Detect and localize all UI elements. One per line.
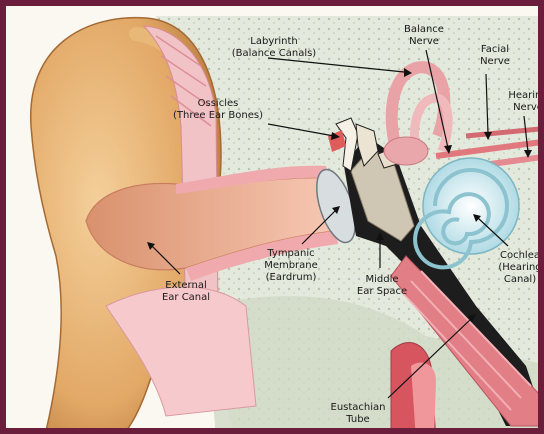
svg-text:(Balance Canals): (Balance Canals) (232, 48, 317, 59)
svg-text:Cochlea: Cochlea (500, 250, 540, 261)
svg-text:Nerve: Nerve (409, 36, 439, 47)
svg-text:Membrane: Membrane (264, 260, 318, 271)
svg-text:Hearing: Hearing (508, 90, 544, 101)
svg-text:Labyrinth: Labyrinth (250, 36, 297, 47)
svg-text:Tube: Tube (345, 414, 369, 425)
svg-text:Eustachian: Eustachian (331, 402, 386, 413)
svg-text:Ossicles: Ossicles (198, 98, 239, 109)
svg-text:Balance: Balance (404, 24, 444, 35)
svg-text:Tympanic: Tympanic (266, 248, 314, 259)
svg-text:Middle: Middle (365, 274, 398, 285)
label-tympanic-membrane: Tympanic Membrane (Eardrum) (264, 248, 318, 283)
svg-text:(Eardrum): (Eardrum) (266, 272, 317, 283)
svg-text:Canal): Canal) (504, 274, 536, 285)
ear-anatomy-diagram: Labyrinth (Balance Canals) Balance Nerve… (6, 6, 544, 434)
label-hearing-nerve: Hearing Nerve (508, 90, 544, 113)
label-facial-nerve: Facial Nerve (480, 44, 510, 67)
svg-text:(Hearing: (Hearing (498, 262, 541, 273)
svg-text:External: External (165, 280, 207, 291)
svg-text:Nerve: Nerve (513, 102, 543, 113)
svg-text:Facial: Facial (481, 44, 509, 55)
label-balance-nerve: Balance Nerve (404, 24, 444, 47)
svg-text:Nerve: Nerve (480, 56, 510, 67)
label-cochlea: Cochlea (Hearing Canal) (498, 250, 541, 285)
svg-text:(Three Ear Bones): (Three Ear Bones) (173, 110, 263, 121)
label-external-ear-canal: External Ear Canal (162, 280, 210, 303)
svg-text:Ear Canal: Ear Canal (162, 292, 210, 303)
svg-text:Ear Space: Ear Space (357, 286, 407, 297)
